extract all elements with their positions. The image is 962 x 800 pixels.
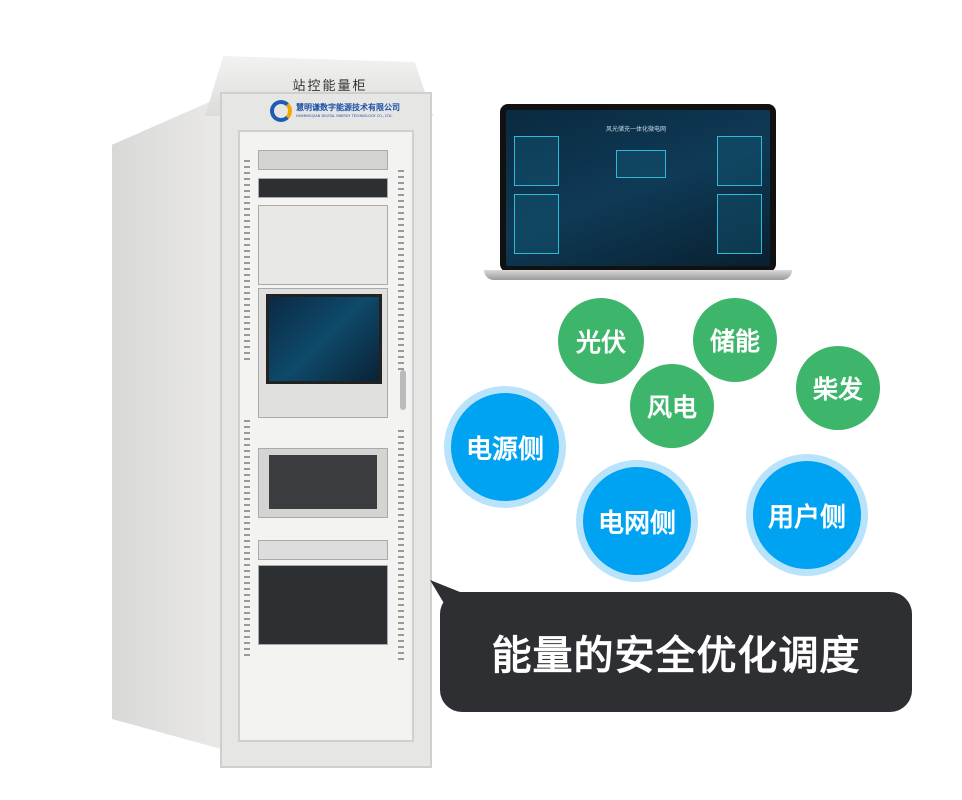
rack-blank bbox=[258, 205, 388, 285]
cabinet-side bbox=[112, 92, 232, 752]
vent-right-lower bbox=[398, 430, 404, 660]
company-name: 慧明谦数字能源技术有限公司 bbox=[296, 103, 400, 112]
tag-user-side: 用户侧 bbox=[746, 454, 868, 576]
rack-label-strip bbox=[258, 540, 388, 560]
cabinet-screen bbox=[266, 294, 382, 384]
slogan-banner: 能量的安全优化调度 bbox=[440, 592, 912, 712]
vent-right bbox=[398, 170, 404, 370]
laptop-base bbox=[484, 270, 792, 280]
rack-unit bbox=[258, 150, 388, 170]
tag-wind: 风电 bbox=[630, 364, 714, 448]
company-name-en: HUIMINGQIAN DIGITAL ENERGY TECHNOLOGY CO… bbox=[296, 114, 393, 118]
control-unit bbox=[258, 565, 388, 645]
network-switch bbox=[258, 178, 388, 198]
tag-diesel: 柴发 bbox=[796, 346, 880, 430]
door-handle bbox=[400, 370, 406, 410]
industrial-pc bbox=[258, 448, 388, 518]
tag-storage: 储能 bbox=[693, 298, 777, 382]
cabinet-title: 站控能量柜 bbox=[292, 79, 368, 94]
company-logo-icon bbox=[270, 100, 292, 122]
laptop-screen: 风光储充一体化微电网 bbox=[500, 104, 776, 272]
tag-grid-side: 电网侧 bbox=[576, 460, 698, 582]
vent-left-lower bbox=[244, 420, 250, 660]
tag-pv: 光伏 bbox=[558, 298, 644, 384]
tag-source-side: 电源侧 bbox=[444, 386, 566, 508]
laptop-screen-title: 风光储充一体化微电网 bbox=[606, 126, 667, 133]
vent-left bbox=[244, 160, 250, 360]
